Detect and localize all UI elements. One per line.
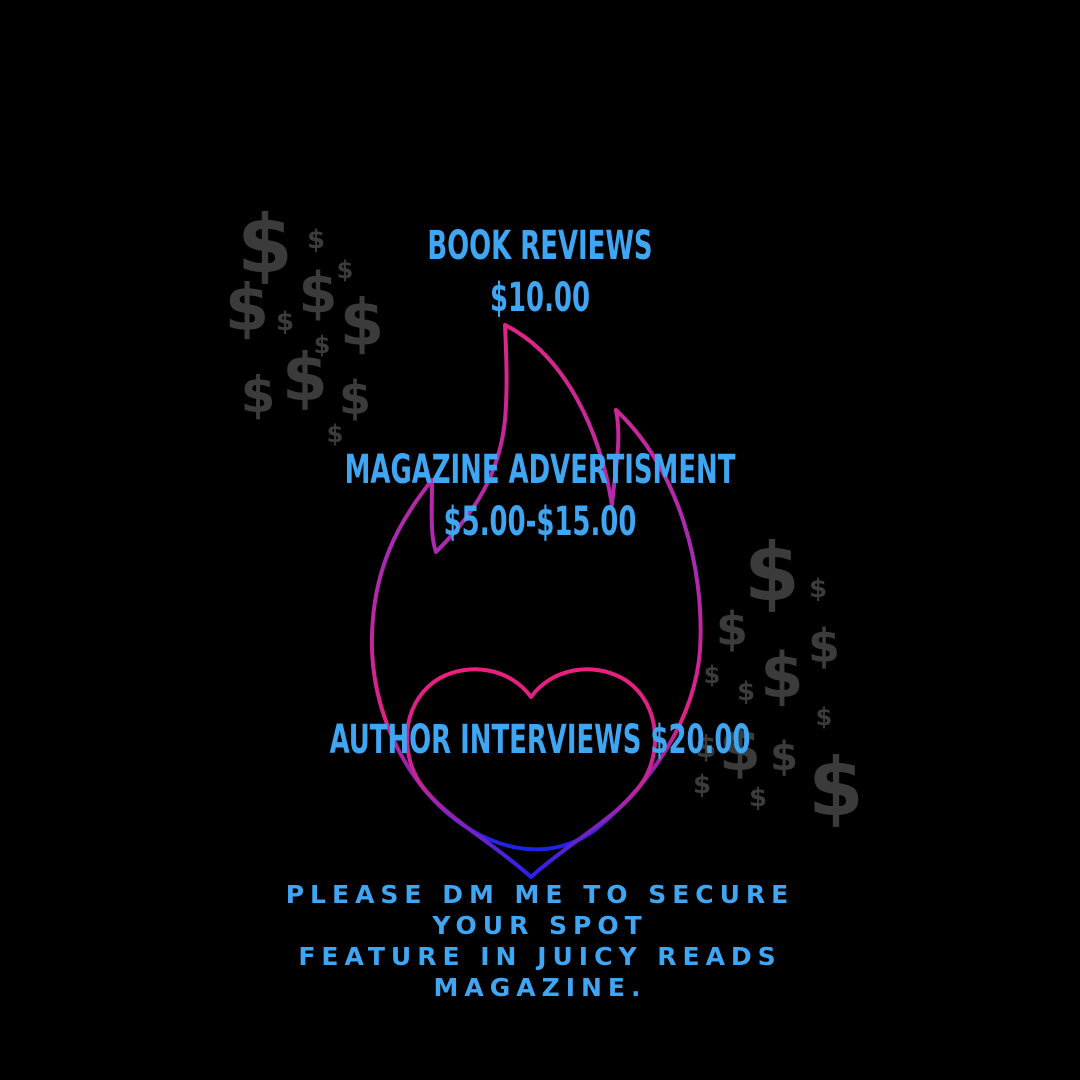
- magazine-ad-label: MAGAZINE ADVERTISMENT: [344, 447, 736, 493]
- cta-line-2: YOUR SPOT: [432, 911, 648, 940]
- dollar-sign-icon: $: [314, 331, 331, 359]
- flame-outline-icon: [369, 323, 703, 852]
- dollar-sign-icon: $: [282, 339, 328, 416]
- dollar-sign-icon: $: [693, 770, 711, 800]
- book-reviews-price: $10.00: [490, 275, 590, 321]
- author-interviews-line: AUTHOR INTERVIEWS $20.00: [329, 717, 751, 763]
- dollar-sign-icon: $: [704, 661, 721, 689]
- dollar-sign-icon: $: [225, 272, 270, 346]
- dollar-sign-icon: $: [299, 261, 338, 326]
- cta-line-4: MAGAZINE.: [433, 973, 647, 1002]
- cta-line-3: FEATURE IN JUICY READS: [298, 942, 782, 971]
- dollar-sign-icon: $: [276, 307, 294, 337]
- magazine-ad-price: $5.00-$15.00: [443, 499, 637, 545]
- dollar-sign-icon: $: [737, 677, 755, 707]
- dollar-cluster-left: $$$$$$$$$$$$: [225, 198, 385, 448]
- dollar-sign-icon: $: [808, 741, 864, 834]
- dollar-sign-icon: $: [339, 371, 371, 425]
- dollar-sign-icon: $: [241, 366, 276, 424]
- dollar-sign-icon: $: [719, 715, 761, 785]
- dollar-sign-icon: $: [337, 256, 354, 284]
- dollar-sign-icon: $: [749, 783, 767, 813]
- dollar-cluster-right: $$$$$$$$$$$$$$: [693, 526, 864, 834]
- cta-line-1: PLEASE DM ME TO SECURE: [285, 880, 795, 909]
- dollar-sign-icon: $: [716, 602, 748, 656]
- dollar-sign-icon: $: [340, 287, 385, 361]
- dollar-sign-icon: $: [237, 198, 293, 291]
- dollar-sign-icon: $: [744, 526, 800, 619]
- dollar-sign-icon: $: [696, 730, 717, 765]
- heart-outline-icon: [405, 667, 657, 879]
- book-reviews-label: BOOK REVIEWS: [427, 223, 653, 269]
- dollar-sign-icon: $: [327, 420, 344, 448]
- dollar-sign-icon: $: [307, 225, 325, 255]
- dollar-sign-icon: $: [816, 703, 833, 731]
- dollar-sign-icon: $: [809, 574, 827, 604]
- dollar-sign-icon: $: [770, 734, 798, 780]
- dollar-sign-icon: $: [760, 639, 803, 712]
- dollar-sign-icon: $: [808, 619, 840, 673]
